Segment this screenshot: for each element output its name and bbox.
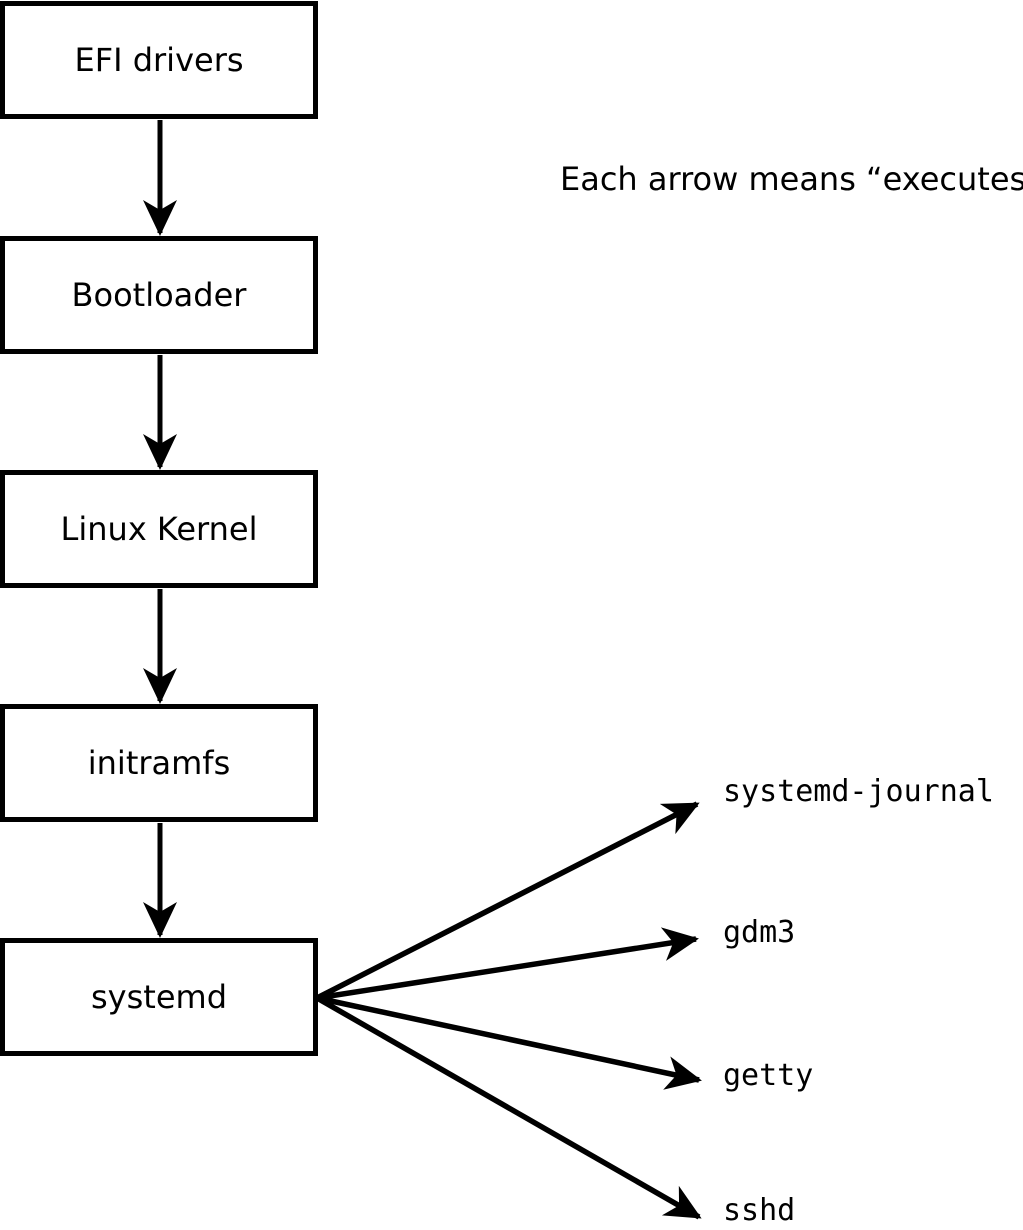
arrow-systemd-to-getty — [316, 995, 702, 1090]
node-linux-kernel: Linux Kernel — [0, 470, 318, 588]
arrow-systemd-to-journal — [315, 801, 700, 1001]
label-systemd-journal: systemd-journal — [723, 774, 994, 809]
arrow-systemd-to-sshd — [315, 995, 702, 1220]
caption-arrow-meaning: Each arrow means “executes”. — [560, 160, 1023, 198]
node-label-bootloader: Bootloader — [71, 276, 247, 314]
arrow-systemd-to-gdm3 — [316, 927, 699, 1001]
node-initramfs: initramfs — [0, 704, 318, 822]
node-efi-drivers: EFI drivers — [0, 1, 318, 119]
node-label-systemd: systemd — [91, 978, 227, 1016]
node-bootloader: Bootloader — [0, 236, 318, 354]
node-label-linux-kernel: Linux Kernel — [60, 510, 258, 548]
label-getty: getty — [723, 1058, 814, 1093]
node-systemd: systemd — [0, 938, 318, 1056]
label-gdm3: gdm3 — [723, 915, 796, 950]
label-sshd: sshd — [723, 1193, 796, 1228]
node-label-initramfs: initramfs — [87, 744, 231, 782]
node-label-efi-drivers: EFI drivers — [74, 41, 244, 79]
